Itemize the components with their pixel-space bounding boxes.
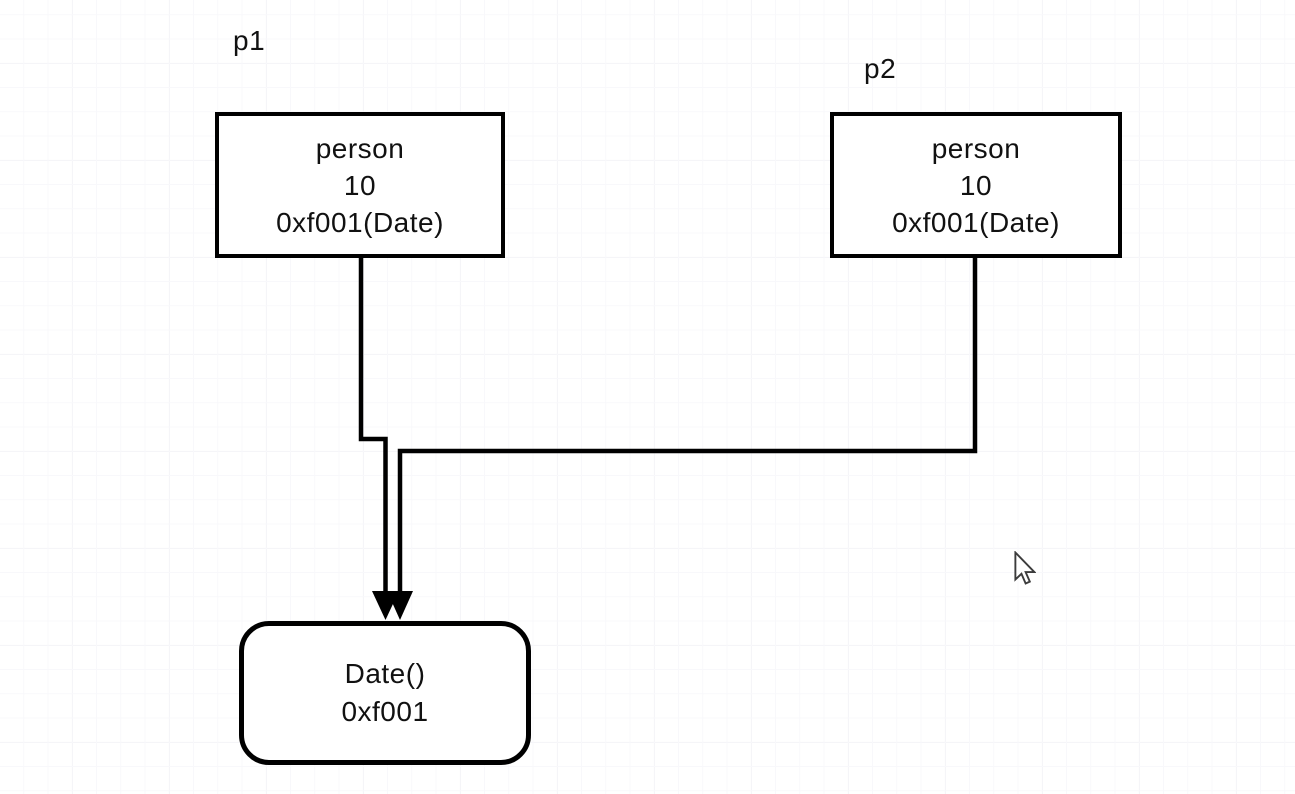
node-p1[interactable]: person 10 0xf001(Date) — [215, 112, 505, 258]
node-p2-line-1: person — [931, 132, 1021, 164]
node-p2-line-3: 0xf001(Date) — [892, 206, 1060, 238]
node-date-line-2: 0xf001 — [341, 696, 429, 727]
node-date[interactable]: Date() 0xf001 — [239, 621, 531, 765]
node-label-p2[interactable]: p2 — [864, 53, 897, 84]
node-p1-line-1: person — [315, 132, 405, 164]
connector-p1-to-date[interactable] — [358, 255, 388, 592]
mouse-pointer-icon — [1014, 551, 1036, 585]
node-p2-line-2: 10 — [959, 169, 993, 201]
node-date-line-1: Date() — [344, 658, 426, 689]
node-label-p1[interactable]: p1 — [233, 25, 266, 56]
node-p1-line-2: 10 — [343, 169, 377, 201]
node-p1-line-3: 0xf001(Date) — [276, 206, 444, 238]
arrowhead-p2-icon — [387, 591, 413, 620]
connector-p2-to-date[interactable] — [397, 255, 978, 592]
node-p2[interactable]: person 10 0xf001(Date) — [830, 112, 1122, 258]
